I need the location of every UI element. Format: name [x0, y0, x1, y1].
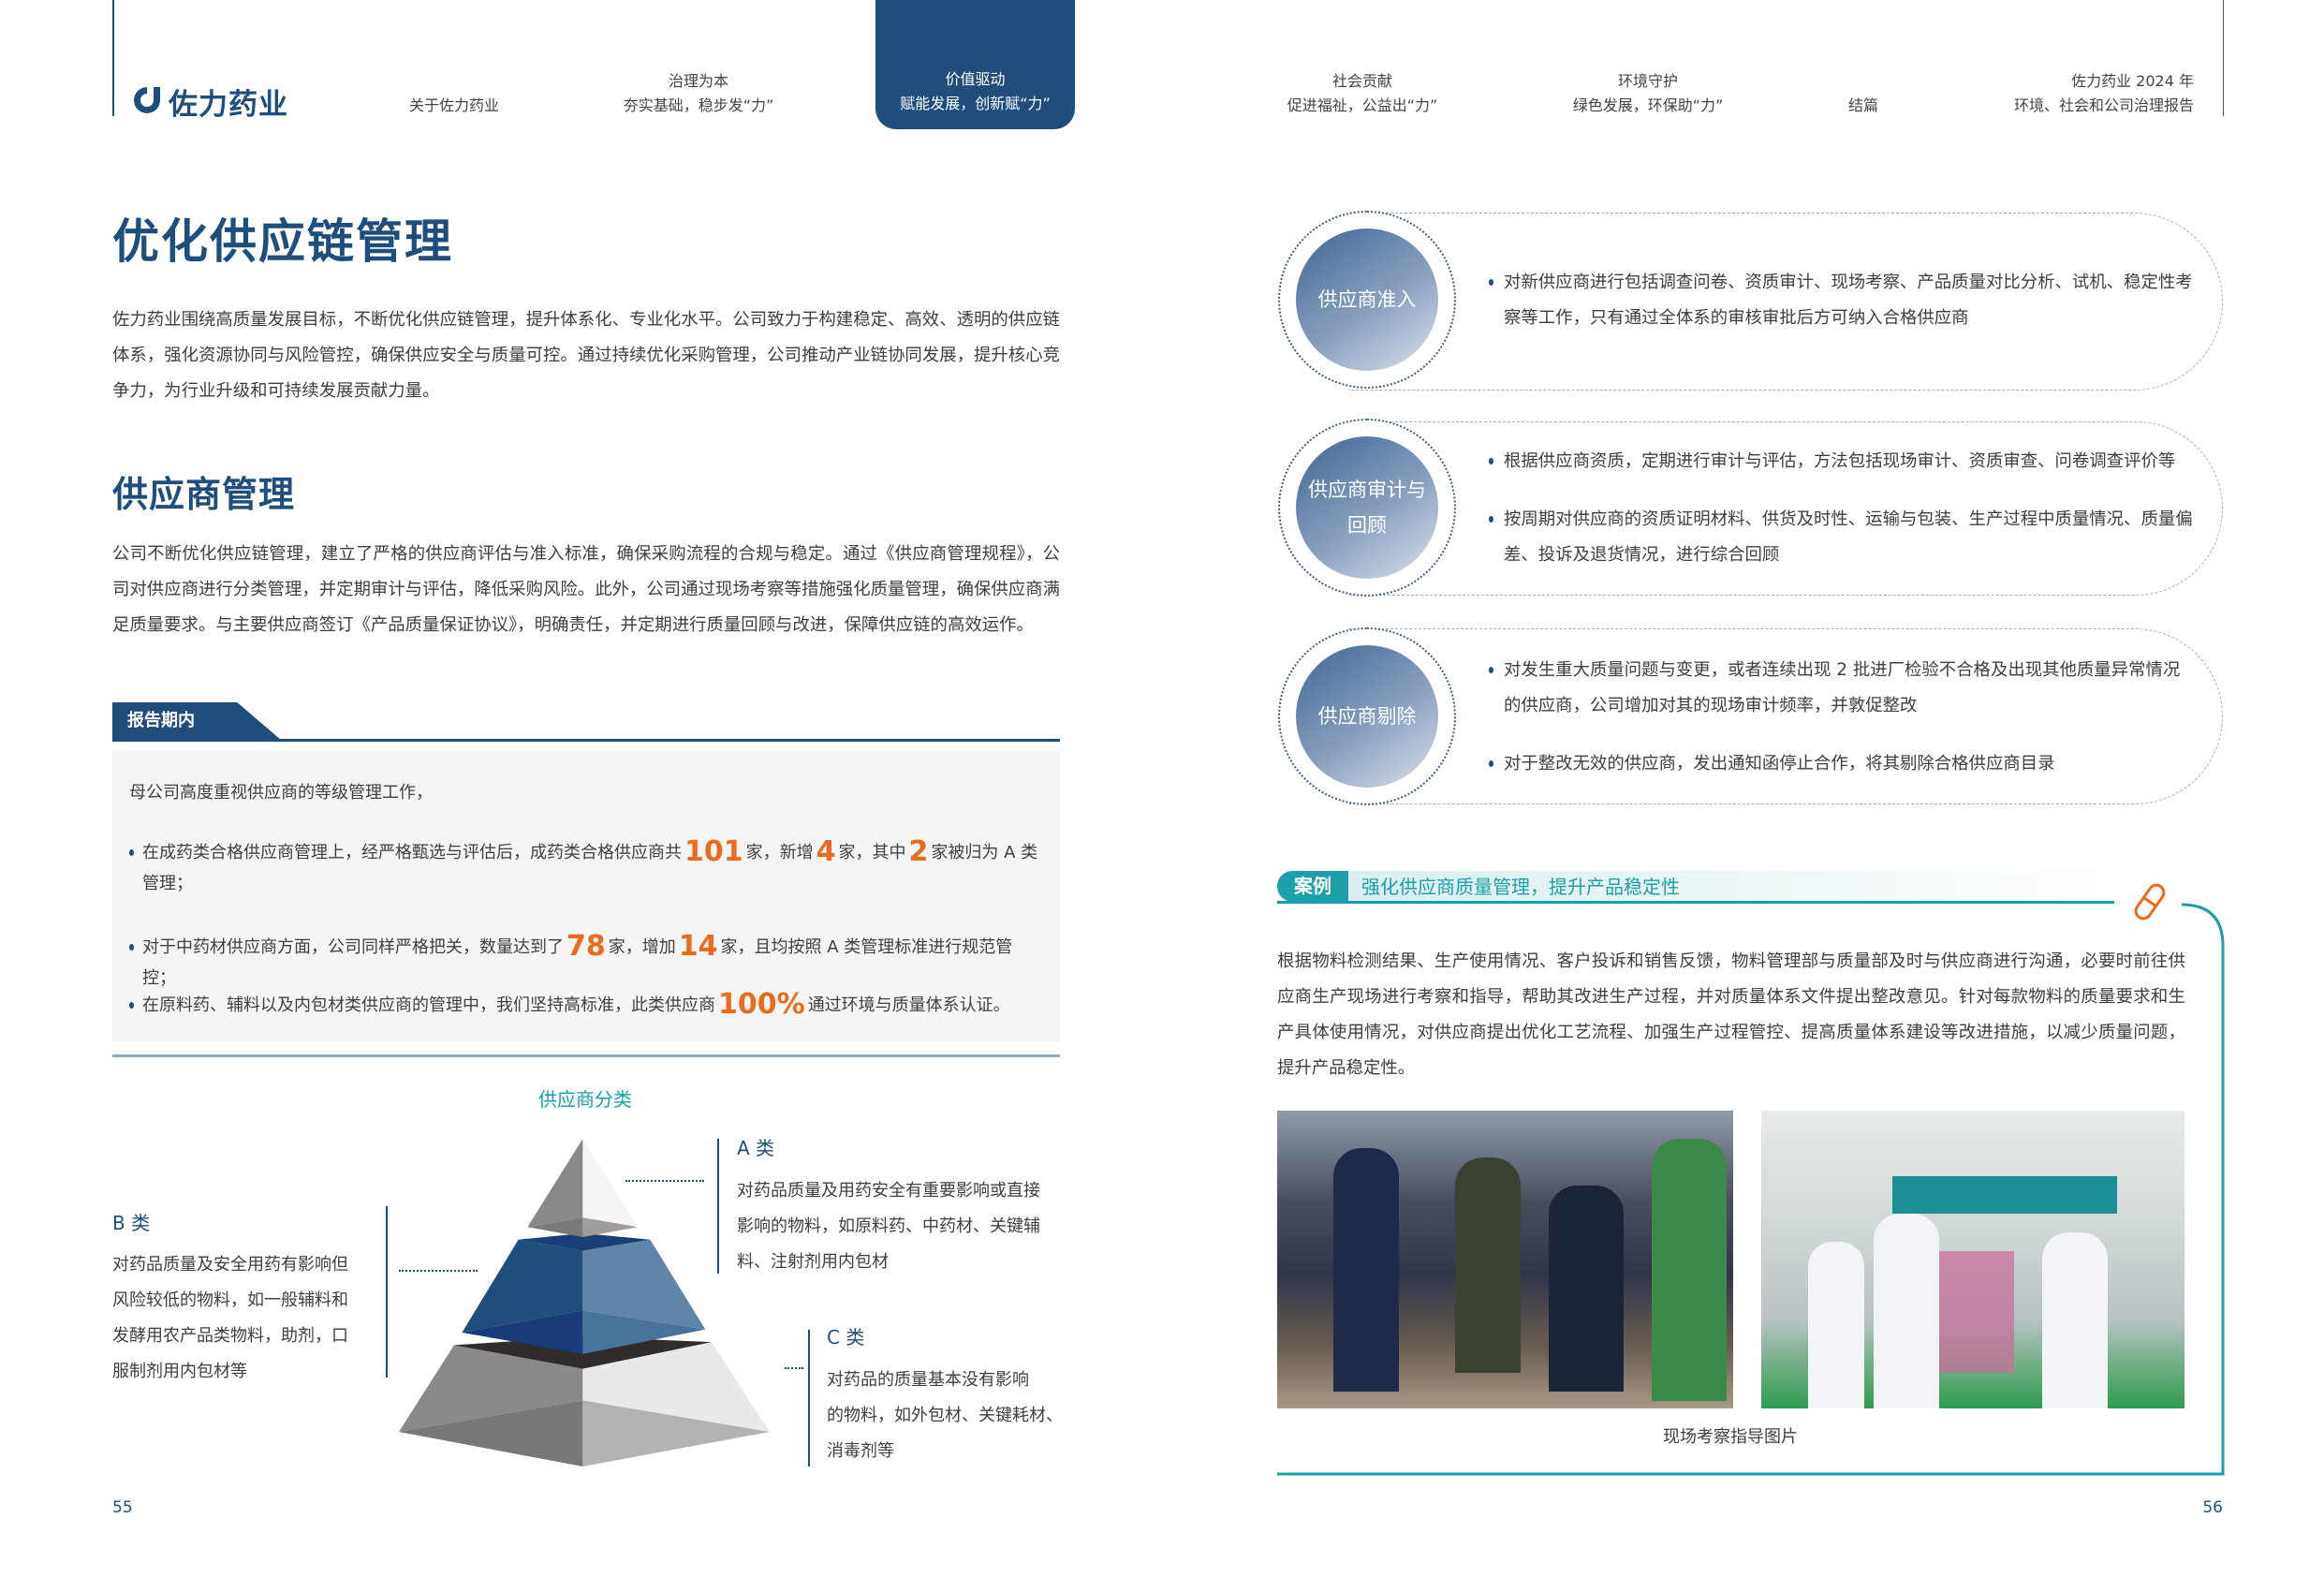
right-margin-line — [2223, 0, 2224, 116]
classification-title: 供应商分类 — [538, 1088, 632, 1111]
highlight-number: 100% — [718, 988, 805, 1021]
pyramid-top-left — [527, 1139, 583, 1228]
case-title: 强化供应商质量管理，提升产品稳定性 — [1361, 876, 1680, 898]
case-frame — [1277, 903, 2225, 1476]
card-audit — [1348, 421, 2223, 596]
class-b-desc: 对药品质量及安全用药有影响但风险较低的物料，如一般辅料和发酵用农产品类物料，助剂… — [112, 1255, 348, 1381]
bullet-text: 家，其中 — [838, 843, 906, 862]
removal-bullet: 对于整改无效的供应商，发出通知函停止合作，将其剔除合格供应商目录 — [1489, 746, 2197, 782]
highlight-number: 101 — [684, 835, 743, 868]
bullet-text: 家，且均按照 A 类管理标准进行规范管控； — [142, 937, 1013, 988]
nav-value-active[interactable]: 价值驱动赋能发展，创新赋“力” — [875, 0, 1075, 129]
admission-bullet: 对新供应商进行包括调查问卷、资质审计、现场考察、产品质量对比分析、试机、稳定性考… — [1489, 265, 2197, 336]
class-b-label: B 类 — [112, 1212, 151, 1234]
c-divider — [808, 1330, 810, 1466]
pyramid-top-under-right — [582, 1217, 639, 1237]
pyramid-top-right — [582, 1139, 639, 1228]
bullet-text: 家，新增 — [745, 843, 814, 862]
reporting-period-banner: 报告期内 — [112, 702, 281, 740]
highlight-number: 78 — [566, 930, 606, 963]
supplier-pyramid — [399, 1139, 770, 1466]
reporting-box — [112, 751, 1060, 1041]
pyramid-blue-top — [518, 1232, 651, 1251]
bullet-text: 对于中药材供应商方面，公司同样严格把关，数量达到了 — [142, 937, 564, 957]
class-a-label: A 类 — [737, 1137, 775, 1159]
site-visit-photo-market — [1277, 1111, 1733, 1408]
audit-bullet: 根据供应商资质，定期进行审计与评估，方法包括现场审计、资质审查、问卷调查评价等 — [1489, 444, 2197, 479]
class-c-label: C 类 — [827, 1326, 865, 1349]
site-visit-photo-factory — [1761, 1111, 2184, 1408]
pyramid-grey-right — [582, 1342, 770, 1432]
pyramid-top-under-left — [527, 1217, 583, 1237]
bullet-text: 在成药类合格供应商管理上，经严格甄选与评估后，成药类合格供应商共 — [142, 843, 682, 862]
bullet-text: 家被归为 A 类管理； — [142, 843, 1038, 893]
report-title: 佐力药业 2024 年环境、社会和公司治理报告 — [2013, 72, 2194, 114]
highlight-number: 4 — [816, 835, 836, 868]
bullet-text: 在原料药、辅料以及内包材类供应商的管理中，我们坚持高标准，此类供应商 — [142, 995, 715, 1015]
capsule-icon — [2134, 883, 2166, 921]
class-a-desc: 对药品质量及用药安全有重要影响或直接影响的物料，如原料药、中药材、关键辅料、注射… — [737, 1181, 1040, 1272]
intro-paragraph: 佐力药业围绕高质量发展目标，不断优化供应链管理，提升体系化、专业化水平。公司致力… — [112, 310, 1060, 401]
case-header — [1277, 871, 2114, 902]
supplier-paragraph: 公司不断优化供应链管理，建立了严格的供应商评估与准入标准，确保采购流程的合规与稳… — [112, 544, 1060, 635]
highlight-number: 2 — [908, 835, 929, 868]
nav-about[interactable]: 关于佐力药业 — [408, 96, 499, 114]
bullet-text: 通过环境与质量体系认证。 — [807, 995, 1010, 1015]
pyramid-blue-under-left — [462, 1310, 583, 1354]
audit-bullet: 按周期对供应商的资质证明材料、供货及时性、运输与包装、生产过程中质量情况、质量偏… — [1489, 502, 2197, 573]
highlight-number: 14 — [678, 930, 718, 963]
a-divider — [717, 1139, 719, 1274]
left-margin-line — [112, 0, 114, 116]
admission-label: 供应商准入 — [1296, 228, 1438, 371]
card-admission — [1348, 213, 2223, 391]
a-connector — [625, 1180, 704, 1182]
class-c-desc: 对药品的质量基本没有影响的物料，如外包材、关键耗材、消毒剂等 — [827, 1370, 1063, 1461]
pyramid-grey-lower-right — [582, 1400, 770, 1466]
pyramid-blue-under-right — [582, 1310, 706, 1354]
case-tag: 案例 — [1277, 871, 1348, 902]
bullet-text: 家，增加 — [608, 937, 676, 957]
b-connector — [399, 1270, 478, 1272]
nav-conclusion[interactable]: 结篇 — [1847, 96, 1878, 114]
pyramid-grey-lower-left — [399, 1400, 583, 1466]
b-divider — [386, 1206, 388, 1378]
nav-social[interactable]: 社会贡献促进福祉，公益出“力” — [1287, 72, 1438, 114]
pyramid-blue-left — [462, 1239, 583, 1333]
c-connector — [785, 1367, 803, 1369]
case-header-line — [1277, 901, 2114, 904]
pyramid-grey-left — [399, 1345, 583, 1432]
card-removal — [1348, 628, 2223, 804]
page-title: 优化供应链管理 — [112, 214, 453, 269]
removal-bullet: 对发生重大质量问题与变更，或者连续出现 2 批进厂检验不合格及出现其他质量异常情… — [1489, 653, 2197, 724]
logo-icon — [131, 84, 163, 116]
pyramid-blue-right — [582, 1239, 706, 1330]
nav-governance[interactable]: 治理为本夯实基础，稳步发“力” — [623, 72, 774, 114]
page-number-right: 56 — [2202, 1498, 2223, 1517]
logo-text: 佐力药业 — [169, 88, 288, 122]
nav-environment[interactable]: 环境守护绿色发展，环保助“力” — [1572, 72, 1724, 114]
banner-underline — [112, 739, 1060, 742]
box-bottom-line — [112, 1054, 1060, 1057]
audit-label: 供应商审计与回顾 — [1296, 436, 1438, 579]
removal-label: 供应商剔除 — [1296, 645, 1438, 788]
photo-caption: 现场考察指导图片 — [1663, 1427, 1798, 1447]
section-title: 供应商管理 — [112, 474, 296, 515]
page-number-left: 55 — [112, 1498, 133, 1517]
case-body: 根据物料检测结果、生产使用情况、客户投诉和销售反馈，物料管理部与质量部及时与供应… — [1277, 951, 2185, 1078]
box-intro: 母公司高度重视供应商的等级管理工作， — [129, 783, 433, 803]
